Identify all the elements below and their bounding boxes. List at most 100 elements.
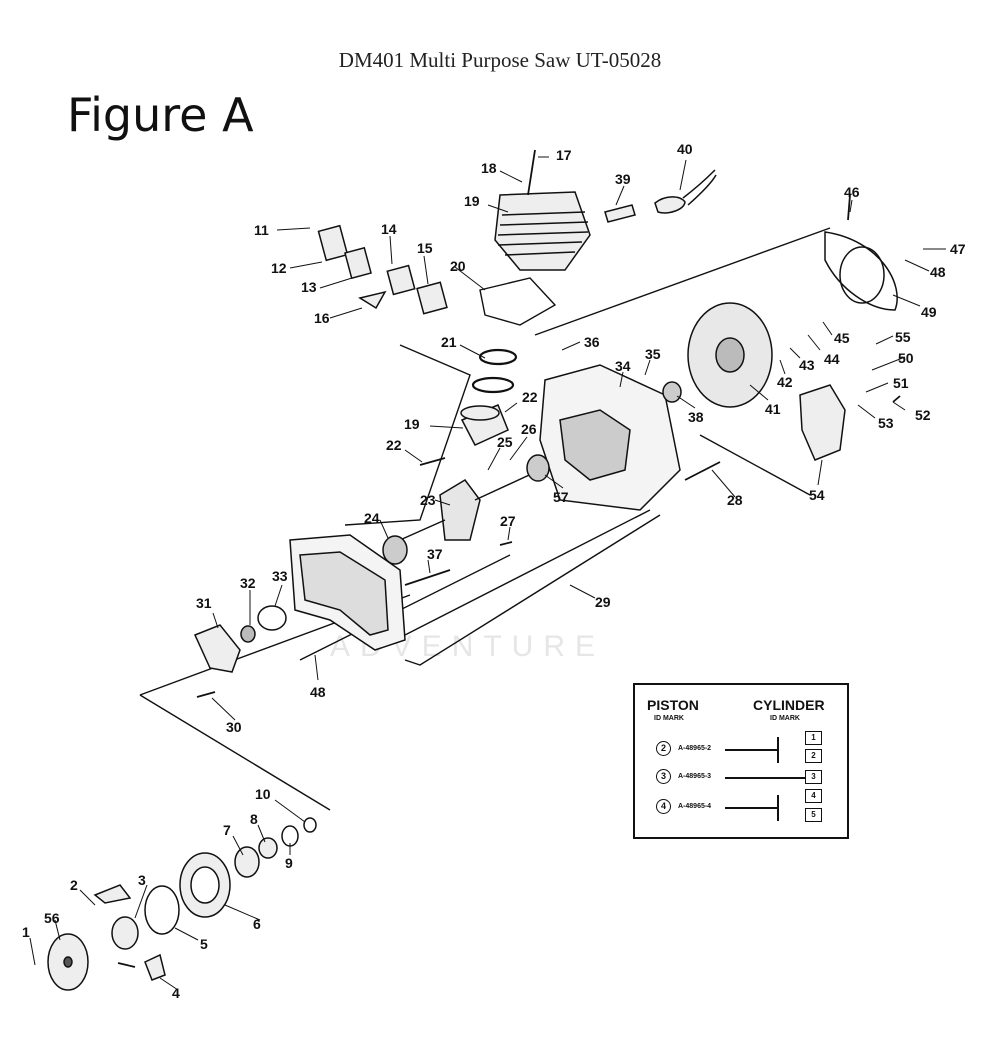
legend-part-code: A-48965-4	[678, 803, 712, 810]
callout-label: 38	[688, 409, 704, 425]
callout-label: 39	[615, 171, 631, 187]
legend-connector	[725, 749, 777, 751]
legend-part-code: A-48965-2	[678, 745, 712, 752]
callout-label: 37	[427, 546, 443, 562]
legend-piston-title: PISTON	[647, 697, 699, 713]
callout-label: 21	[441, 334, 457, 350]
callout-label: 12	[271, 260, 287, 276]
callout-label: 19	[464, 193, 480, 209]
callout-label: 13	[301, 279, 317, 295]
piston-rings	[471, 348, 518, 394]
spark-plug-and-boot	[604, 169, 717, 223]
callout-label: 42	[777, 374, 793, 390]
callout-label: 9	[285, 855, 293, 871]
clutch-parts	[47, 817, 317, 991]
legend-connector	[725, 777, 805, 779]
callout-label: 24	[364, 510, 380, 526]
callout-label: 48	[930, 264, 946, 280]
legend-piston-mark: 3	[656, 769, 671, 784]
bearings	[382, 381, 682, 565]
callout-label: 8	[250, 811, 258, 827]
callout-label: 26	[521, 421, 537, 437]
flywheel	[687, 302, 773, 408]
legend-cylinder-subtitle: ID MARK	[770, 715, 800, 722]
piston	[460, 404, 509, 446]
callout-label: 27	[500, 513, 516, 529]
callout-label: 46	[844, 184, 860, 200]
callout-label: 17	[556, 147, 572, 163]
callout-label: 25	[497, 434, 513, 450]
callout-label: 11	[254, 222, 269, 238]
callout-label: 30	[226, 719, 242, 735]
callout-label: 43	[799, 357, 815, 373]
callout-label: 28	[727, 492, 743, 508]
callout-label: 44	[824, 351, 840, 367]
gasket-20	[479, 277, 557, 326]
legend-connector	[777, 795, 779, 821]
legend-piston-subtitle: ID MARK	[654, 715, 684, 722]
callout-label: 19	[404, 416, 420, 432]
callout-label: 35	[645, 346, 661, 362]
callout-label: 51	[893, 375, 909, 391]
piston-cylinder-legend: PISTON ID MARK CYLINDER ID MARK 2 A-4896…	[633, 683, 849, 839]
callout-label: 22	[386, 437, 402, 453]
callout-label: 55	[895, 329, 911, 345]
callout-label: 47	[950, 241, 966, 257]
callout-label: 57	[553, 489, 569, 505]
cylinder-head	[494, 191, 591, 271]
legend-cylinder-mark: 3	[805, 770, 822, 784]
callout-label: 18	[481, 160, 497, 176]
callout-label: 54	[809, 487, 825, 503]
callout-label: 22	[522, 389, 538, 405]
callout-label: 5	[200, 936, 208, 952]
callout-label: 32	[240, 575, 256, 591]
starter-housing	[824, 231, 898, 311]
callout-label: 33	[272, 568, 288, 584]
callout-label: 36	[584, 334, 600, 350]
callout-label: 41	[765, 401, 781, 417]
callout-label: 3	[138, 872, 146, 888]
callout-label: 48	[310, 684, 326, 700]
callout-labels: 1 2 3 4 5 6 7 8 9 10 11 12 13 14 15 16 1…	[22, 141, 966, 1001]
legend-cylinder-mark: 2	[805, 749, 822, 763]
callout-label: 23	[420, 492, 436, 508]
callout-label: 52	[915, 407, 931, 423]
callout-label: 4	[172, 985, 180, 1001]
callout-label: 45	[834, 330, 850, 346]
callout-label: 49	[921, 304, 937, 320]
callout-label: 50	[898, 350, 914, 366]
callout-label: 40	[677, 141, 693, 157]
callout-label: 6	[253, 916, 261, 932]
callout-label: 15	[417, 240, 433, 256]
callout-label: 2	[70, 877, 78, 893]
crankcase-main	[289, 364, 681, 651]
callout-label: 16	[314, 310, 330, 326]
legend-cylinder-title: CYLINDER	[753, 697, 825, 713]
legend-piston-mark: 2	[656, 741, 671, 756]
callout-leaders	[29, 156, 946, 991]
legend-connector	[777, 737, 779, 763]
carburetor-parts	[317, 224, 448, 315]
callout-label: 34	[615, 358, 631, 374]
callout-label: 29	[595, 594, 611, 610]
legend-cylinder-mark: 5	[805, 808, 822, 822]
callout-label: 1	[22, 924, 30, 940]
ignition-module	[799, 384, 846, 461]
document-title: DM401 Multi Purpose Saw UT-05028	[338, 48, 662, 72]
callout-label: 7	[223, 822, 231, 838]
callout-label: 14	[381, 221, 397, 237]
legend-piston-mark: 4	[656, 799, 671, 814]
legend-part-code: A-48965-3	[678, 773, 712, 780]
fasteners	[117, 149, 901, 968]
callout-label: 10	[255, 786, 271, 802]
figure-label: Figure A	[67, 88, 254, 142]
cover-plate-31	[193, 605, 287, 673]
legend-cylinder-mark: 4	[805, 789, 822, 803]
callout-label: 20	[450, 258, 466, 274]
legend-connector	[725, 807, 777, 809]
callout-label: 56	[44, 910, 60, 926]
callout-label: 53	[878, 415, 894, 431]
legend-cylinder-mark: 1	[805, 731, 822, 745]
callout-label: 31	[196, 595, 212, 611]
